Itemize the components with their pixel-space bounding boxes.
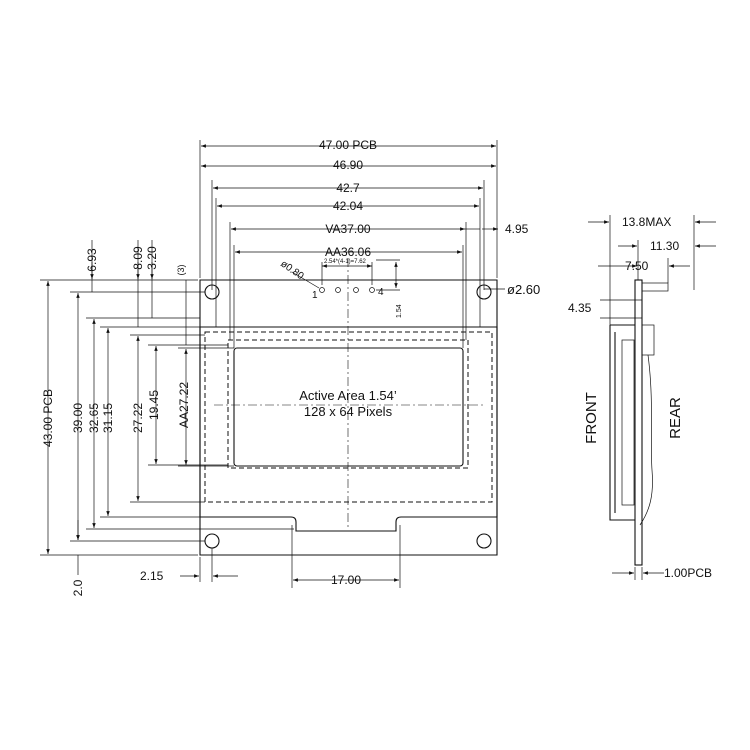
- dim-bottom-2: 2.0: [71, 579, 85, 596]
- glass-dashed: [204, 331, 493, 503]
- mount-hole-br: [476, 533, 492, 549]
- dim-top-8: 8.09: [131, 246, 145, 270]
- dim-top-paren: (3): [176, 264, 186, 275]
- side-glass-hatched: [621, 339, 635, 506]
- dim-aa-height: AA27.22: [177, 382, 191, 428]
- dim-19: 19.45: [147, 390, 161, 420]
- dim-27: 27.22: [131, 403, 145, 433]
- side-connector: [641, 324, 655, 356]
- active-area-rect: [233, 347, 464, 467]
- pin-first-label: 1: [312, 290, 318, 301]
- dim-tab-width: 17.00: [331, 573, 361, 587]
- dim-pcb-width: 47.00 PCB: [319, 138, 377, 152]
- vertical-dimensions: 43.00 PCB 39.00 32.65 31.15 27.22 19.45 …: [40, 240, 294, 596]
- active-area-label: Active Area 1.54’: [299, 388, 397, 403]
- front-view: 1 4 2.54*(4-1)=7.62 ø0.80 1.54 Active Ar…: [199, 258, 498, 556]
- dim-hole-offset: 4.95: [505, 222, 529, 236]
- side-flex-cable: [639, 354, 653, 526]
- rear-label: REAR: [667, 397, 684, 439]
- dim-39: 39.00: [71, 403, 85, 433]
- dim-outer-width: 46.90: [333, 158, 363, 172]
- side-module: [609, 324, 635, 521]
- pin-pitch-label: 2.54*(4-1)=7.62: [324, 259, 367, 265]
- side-view: FRONT REAR 13.8MAX 11.30 7.50 4.35 1.00P…: [568, 215, 716, 580]
- dim-pcb-height: 43.00 PCB: [41, 389, 55, 447]
- dim-glass-width: 42.04: [333, 199, 363, 213]
- dim-pcb-thickness: 1.00PCB: [664, 566, 712, 580]
- dim-mount-hole: ø2.60: [507, 282, 540, 297]
- dim-hole-pitch: 42.7: [336, 181, 360, 195]
- pin-1: [319, 287, 325, 293]
- dim-top-3: 3.20: [145, 246, 159, 270]
- dim-max-thickness: 13.8MAX: [622, 215, 671, 229]
- dim-left-offset: 2.15: [140, 569, 164, 583]
- dim-view-area: VA37.00: [325, 222, 370, 236]
- dim-32: 32.65: [87, 403, 101, 433]
- side-header: [641, 282, 669, 292]
- dim-4: 4.35: [568, 301, 592, 315]
- front-label: FRONT: [583, 392, 600, 444]
- pin-last-label: 4: [378, 287, 384, 298]
- pin-hole-label: ø0.80: [278, 258, 306, 282]
- mount-hole-bl: [204, 533, 220, 549]
- dim-11: 11.30: [650, 239, 679, 253]
- dim-7: 7.50: [625, 259, 649, 273]
- resolution-label: 128 x 64 Pixels: [304, 404, 393, 419]
- horizontal-dimensions: 47.00 PCB 46.90 42.7 42.04 VA37.00 AA36.…: [140, 138, 540, 588]
- module-outline: [199, 326, 498, 532]
- pin-4: [369, 287, 375, 293]
- side-pcb: [634, 279, 643, 566]
- pin-row-offset-label: 1.54: [396, 304, 403, 318]
- pin-3: [353, 287, 359, 293]
- dim-31: 31.15: [101, 403, 115, 433]
- pin-2: [335, 287, 341, 293]
- dim-active-area: AA36.06: [325, 245, 371, 259]
- dim-top-6: 6.93: [85, 248, 99, 272]
